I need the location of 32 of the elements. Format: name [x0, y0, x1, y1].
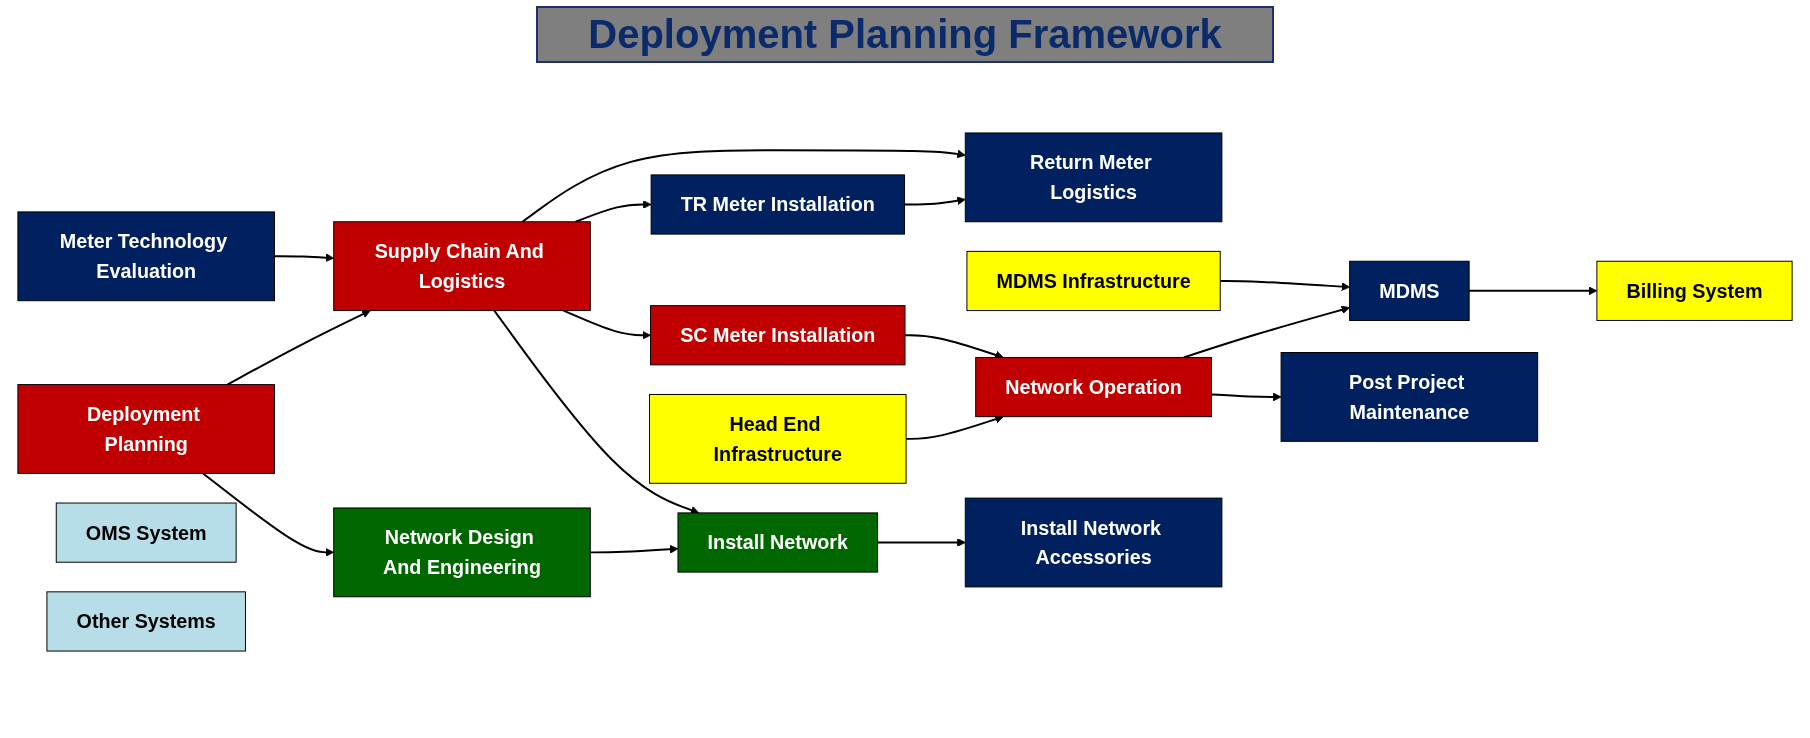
arrow	[574, 200, 652, 223]
arrow	[589, 544, 679, 554]
diagram-title: Deployment Planning Framework	[536, 6, 1274, 63]
node-box: TR Meter Installation	[650, 174, 905, 235]
node-box: Meter Technology Evaluation	[17, 211, 275, 302]
node-box: Post Project Maintenance	[1280, 352, 1539, 442]
arrow	[202, 472, 335, 557]
arrow	[226, 310, 371, 386]
arrow	[273, 253, 335, 262]
arrow	[1468, 286, 1598, 296]
arrow	[521, 149, 966, 223]
node-box: OMS System	[55, 502, 237, 563]
arrow	[1182, 305, 1350, 359]
node-box: Network Operation	[975, 356, 1212, 418]
node-box: MDMS Infrastructure	[966, 250, 1221, 312]
arrow	[905, 415, 1004, 440]
node-box: Network Design And Engineering	[333, 507, 591, 598]
node-box: SC Meter Installation	[650, 305, 906, 366]
node-box: Billing System	[1596, 260, 1793, 321]
arrow	[1219, 280, 1350, 291]
node-box: Deployment Planning	[17, 384, 275, 474]
arrow	[876, 538, 966, 547]
node-box: Install Network Accessories	[964, 497, 1223, 588]
node-box: Return Meter Logistics	[964, 132, 1223, 223]
node-box: Supply Chain And Logistics	[333, 221, 591, 312]
node-box: MDMS	[1349, 260, 1470, 321]
node-box: Install Network	[677, 512, 879, 573]
node-box: Other Systems	[46, 591, 246, 652]
arrow	[562, 309, 651, 340]
arrow	[903, 196, 966, 206]
arrow	[1210, 392, 1282, 402]
node-box: Head End Infrastructure	[649, 393, 907, 484]
